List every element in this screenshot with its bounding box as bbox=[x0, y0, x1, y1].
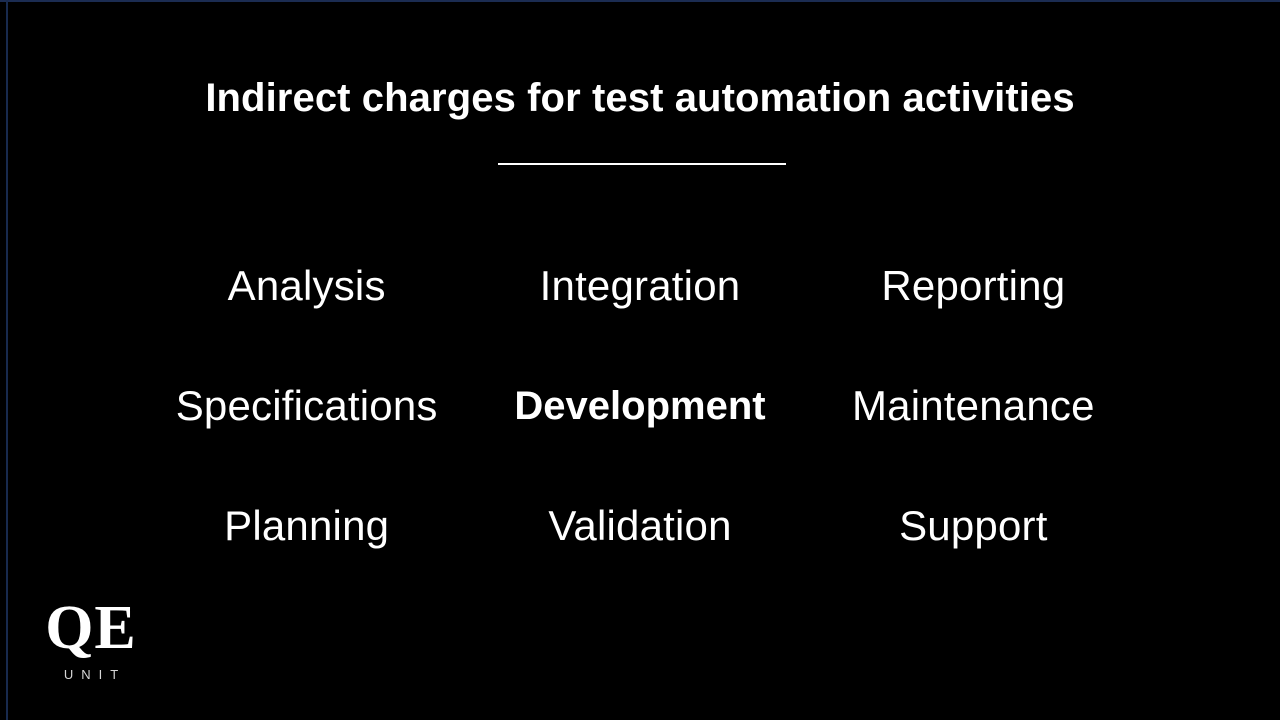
activities-grid: Analysis Integration Reporting Specifica… bbox=[140, 226, 1140, 586]
grid-cell-support[interactable]: Support bbox=[807, 466, 1140, 586]
activity-label-maintenance: Maintenance bbox=[851, 381, 1095, 429]
activity-label-planning: Planning bbox=[224, 501, 390, 549]
activity-label-analysis: Analysis bbox=[227, 261, 386, 309]
logo-mark-text: QE bbox=[45, 594, 137, 662]
qe-unit-logo: QE UNIT bbox=[36, 594, 146, 682]
activity-label-validation: Validation bbox=[548, 501, 732, 549]
grid-cell-maintenance[interactable]: Maintenance bbox=[807, 346, 1140, 466]
activity-label-specifications: Specifications bbox=[175, 381, 438, 429]
grid-cell-planning[interactable]: Planning bbox=[140, 466, 473, 586]
activity-label-support: Support bbox=[899, 501, 1048, 549]
slide-left-edge-rule bbox=[6, 0, 8, 720]
logo-wordmark-text: UNIT bbox=[63, 667, 127, 682]
grid-cell-validation[interactable]: Validation bbox=[473, 466, 806, 586]
grid-cell-reporting[interactable]: Reporting bbox=[807, 226, 1140, 346]
grid-cell-specifications[interactable]: Specifications bbox=[140, 346, 473, 466]
grid-cell-analysis[interactable]: Analysis bbox=[140, 226, 473, 346]
slide-left-margin bbox=[0, 0, 6, 720]
slide-top-edge-rule bbox=[0, 0, 1280, 2]
grid-cell-development[interactable]: Development bbox=[473, 346, 806, 466]
grid-cell-integration[interactable]: Integration bbox=[473, 226, 806, 346]
activity-label-development: Development bbox=[514, 384, 766, 428]
title-divider bbox=[498, 163, 786, 165]
activity-label-reporting: Reporting bbox=[881, 261, 1066, 309]
activity-label-integration: Integration bbox=[539, 261, 741, 309]
slide-title: Indirect charges for test automation act… bbox=[205, 76, 1075, 120]
